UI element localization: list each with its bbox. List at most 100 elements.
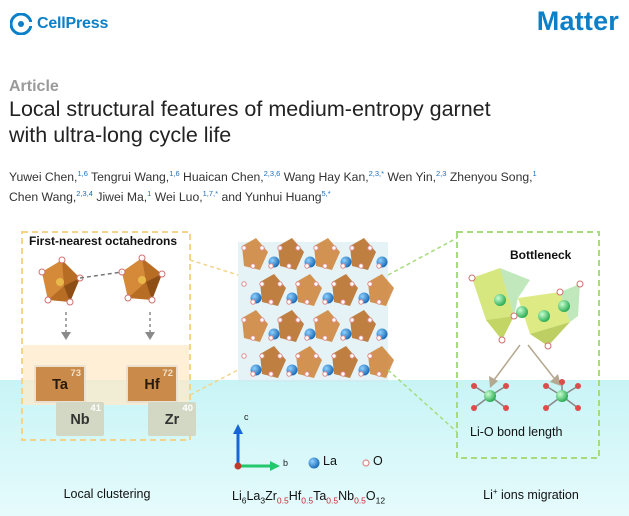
- lattice-o-atom: [268, 263, 274, 269]
- cellpress-mark-icon: [10, 13, 32, 35]
- chemical-formula: Li6La3Zr0.5Hf0.5Ta0.5Nb0.5O12: [232, 489, 386, 506]
- lattice-o-atom: [277, 317, 283, 323]
- element-tile-ta: 73 Ta: [34, 365, 86, 403]
- lattice-o-atom: [313, 281, 319, 287]
- lattice-o-atom: [286, 263, 292, 269]
- author[interactable]: Yuwei Chen,1,6: [9, 169, 88, 184]
- lattice-o-atom: [367, 317, 373, 323]
- lattice-o-atom: [349, 245, 355, 251]
- lattice-o-atom: [304, 263, 310, 269]
- lattice-octahedron: [368, 274, 394, 306]
- lattice-o-atom: [241, 317, 247, 323]
- author[interactable]: Jiwei Ma,1: [96, 189, 152, 204]
- element-tile-zr: 40 Zr: [148, 402, 196, 436]
- lattice-o-atom: [259, 245, 265, 251]
- journal-header: CellPress Matter: [0, 0, 629, 50]
- author[interactable]: Zhenyou Song,1: [449, 169, 537, 184]
- lattice-o-atom: [241, 245, 247, 251]
- lattice-o-atom: [367, 245, 373, 251]
- lattice-o-atom: [286, 335, 292, 341]
- lattice-o-atom: [313, 353, 319, 359]
- lattice-o-atom: [250, 335, 256, 341]
- lattice-o-atom: [331, 245, 337, 251]
- li-o-bond-length-label: Li-O bond length: [470, 425, 563, 439]
- lattice-o-atom: [340, 299, 346, 305]
- title-line-1: Local structural features of medium-entr…: [9, 97, 491, 121]
- legend-o-label: O: [373, 454, 383, 468]
- lattice-o-atom: [259, 353, 265, 359]
- element-tile-hf: 72 Hf: [126, 365, 178, 403]
- journal-name[interactable]: Matter: [536, 6, 619, 36]
- lattice-o-atom: [331, 353, 337, 359]
- author[interactable]: Huaican Chen,2,3,6: [183, 169, 281, 184]
- legend-la-label: La: [323, 454, 337, 468]
- lattice-o-atom: [277, 353, 283, 359]
- lattice-o-atom: [304, 335, 310, 341]
- lattice-o-atom: [241, 353, 247, 359]
- lattice-o-atom: [349, 281, 355, 287]
- bottleneck-label: Bottleneck: [510, 248, 572, 262]
- lattice-o-atom: [340, 371, 346, 377]
- lattice-o-atom: [286, 371, 292, 377]
- lattice-o-atom: [322, 299, 328, 305]
- title-line-2: with ultra-long cycle life: [9, 123, 232, 147]
- crystal-structure: [238, 238, 394, 382]
- lattice-o-atom: [358, 263, 364, 269]
- author[interactable]: and Yunhui Huang5,*: [221, 189, 331, 204]
- graphical-abstract-art: [0, 231, 629, 516]
- lattice-o-atom: [340, 263, 346, 269]
- li-ions-migration-caption: Li+ ions migration: [483, 487, 579, 503]
- lattice-o-atom: [376, 263, 382, 269]
- lattice-o-atom: [313, 317, 319, 323]
- cellpress-logo[interactable]: CellPress: [10, 10, 108, 38]
- lattice-o-atom: [340, 335, 346, 341]
- element-tile-nb: 41 Nb: [56, 402, 104, 436]
- lattice-o-atom: [331, 317, 337, 323]
- lattice-o-atom: [331, 281, 337, 287]
- lattice-o-atom: [376, 371, 382, 377]
- lattice-o-atom: [268, 299, 274, 305]
- lattice-octahedron: [368, 346, 394, 378]
- lattice-o-atom: [349, 317, 355, 323]
- lattice-o-atom: [286, 299, 292, 305]
- lattice-o-atom: [358, 335, 364, 341]
- lattice-o-atom: [304, 371, 310, 377]
- article-title: Local structural features of medium-entr…: [9, 96, 609, 148]
- axis-b-label: b: [283, 458, 289, 468]
- lattice-o-atom: [295, 353, 301, 359]
- author[interactable]: Wei Luo,1,7,*: [154, 189, 219, 204]
- lattice-o-atom: [376, 335, 382, 341]
- first-nearest-octahedrons-label: First-nearest octahedrons: [29, 234, 178, 248]
- article-type: Article: [9, 78, 59, 95]
- lattice-o-atom: [295, 317, 301, 323]
- lattice-o-atom: [313, 245, 319, 251]
- lattice-o-atom: [268, 335, 274, 341]
- lattice-o-atom: [259, 281, 265, 287]
- lattice-o-atom: [322, 263, 328, 269]
- publisher-name: CellPress: [37, 15, 109, 32]
- lattice-o-atom: [250, 371, 256, 377]
- lattice-o-atom: [268, 371, 274, 377]
- lattice-o-atom: [277, 281, 283, 287]
- lattice-o-atom: [349, 353, 355, 359]
- lattice-o-atom: [358, 371, 364, 377]
- lattice-o-atom: [322, 335, 328, 341]
- lattice-o-atom: [304, 299, 310, 305]
- author-list: Yuwei Chen,1,6 Tengrui Wang,1,6 Huaican …: [9, 167, 619, 207]
- local-clustering-caption: Local clustering: [63, 487, 151, 501]
- lattice-o-atom: [250, 263, 256, 269]
- author[interactable]: Tengrui Wang,1,6: [91, 169, 180, 184]
- lattice-o-atom: [277, 245, 283, 251]
- author[interactable]: Wen Yin,2,3: [387, 169, 447, 184]
- lattice-o-atom: [259, 317, 265, 323]
- octahedron-left: [38, 256, 84, 306]
- lattice-o-atom: [358, 299, 364, 305]
- axis-c-label: c: [244, 412, 249, 422]
- lattice-o-atom: [295, 281, 301, 287]
- author[interactable]: Chen Wang,2,3,4: [9, 189, 93, 204]
- lattice-o-atom: [367, 281, 373, 287]
- octahedron-right: [118, 254, 166, 304]
- author[interactable]: Wang Hay Kan,2,3,*: [283, 169, 385, 184]
- lattice-o-atom: [295, 245, 301, 251]
- lattice-o-atom: [376, 299, 382, 305]
